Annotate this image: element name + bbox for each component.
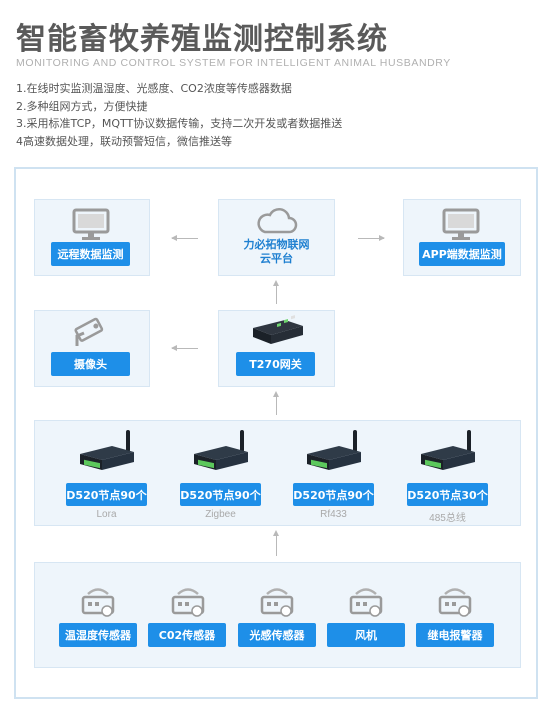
page-subtitle: MONITORING AND CONTROL SYSTEM FOR INTELL… bbox=[16, 57, 451, 69]
monitor-icon bbox=[442, 208, 480, 240]
sensors-panel bbox=[34, 562, 521, 668]
node-device-icon bbox=[80, 430, 134, 470]
arrow-cloud-to-remote bbox=[171, 235, 198, 241]
nodes-panel bbox=[34, 420, 521, 526]
temp-humidity-sensor-icon bbox=[81, 588, 115, 617]
co2-sensor-icon bbox=[171, 588, 205, 617]
feature-item: 1.在线时实监测温湿度、光感度、CO2浓度等传感器数据 bbox=[16, 82, 292, 95]
feature-item: 2.多种组网方式，方便快捷 bbox=[16, 99, 148, 113]
camera-button[interactable]: 摄像头 bbox=[51, 352, 130, 376]
remote-monitor-button[interactable]: 远程数据监测 bbox=[51, 242, 130, 266]
relay-alarm-icon bbox=[438, 588, 472, 617]
node-device-icon bbox=[194, 430, 248, 470]
arrow-nodes-to-gateway bbox=[273, 391, 279, 415]
feature-item: 4高速数据处理，联动预警短信，微信推送等 bbox=[16, 134, 232, 148]
node-network-label: Lora bbox=[96, 509, 117, 520]
arrow-gateway-to-cloud bbox=[273, 280, 279, 304]
sensor-button[interactable]: C02传感器 bbox=[148, 623, 226, 647]
arrow-sensors-to-nodes bbox=[273, 530, 279, 556]
node-device-icon bbox=[421, 430, 475, 470]
page-title: 智能畜牧养殖监测控制系统 bbox=[16, 22, 388, 57]
feature-item: 3.采用标准TCP，MQTT协议数据传输，支持二次开发或者数据推送 bbox=[16, 117, 343, 130]
sensor-button[interactable]: 光感传感器 bbox=[238, 623, 316, 647]
arrow-gateway-to-camera bbox=[171, 345, 198, 351]
sensor-button[interactable]: 温湿度传感器 bbox=[59, 623, 137, 647]
node-network-label: 485总线 bbox=[429, 513, 466, 524]
app-monitor-button[interactable]: APP端数据监测 bbox=[419, 242, 505, 266]
node-device-icon bbox=[307, 430, 361, 470]
camera-icon bbox=[74, 317, 104, 346]
node-button[interactable]: D520节点90个 bbox=[293, 483, 374, 506]
cloud-icon bbox=[257, 208, 298, 234]
cloud-platform-panel bbox=[218, 199, 335, 276]
light-sensor-icon bbox=[260, 588, 294, 617]
cloud-label-line: 云平台 bbox=[260, 252, 293, 265]
node-network-label: Rf433 bbox=[320, 509, 347, 520]
arrow-cloud-to-app bbox=[358, 235, 385, 241]
node-network-label: Zigbee bbox=[205, 509, 236, 520]
cloud-label-line: 力必拓物联网 bbox=[243, 238, 310, 251]
fan-icon bbox=[349, 588, 383, 617]
node-button[interactable]: D520节点30个 bbox=[407, 483, 488, 506]
node-button[interactable]: D520节点90个 bbox=[66, 483, 147, 506]
sensor-button[interactable]: 风机 bbox=[327, 623, 405, 647]
monitor-icon bbox=[72, 208, 110, 240]
cloud-platform-label: 力必拓物联网 云平台 bbox=[218, 238, 335, 266]
gateway-button[interactable]: T270网关 bbox=[236, 352, 315, 376]
feature-list: 1.在线时实监测温湿度、光感度、CO2浓度等传感器数据 2.多种组网方式，方便快… bbox=[16, 80, 342, 150]
sensor-button[interactable]: 继电报警器 bbox=[416, 623, 494, 647]
gateway-device-icon bbox=[253, 315, 303, 344]
node-button[interactable]: D520节点90个 bbox=[180, 483, 261, 506]
